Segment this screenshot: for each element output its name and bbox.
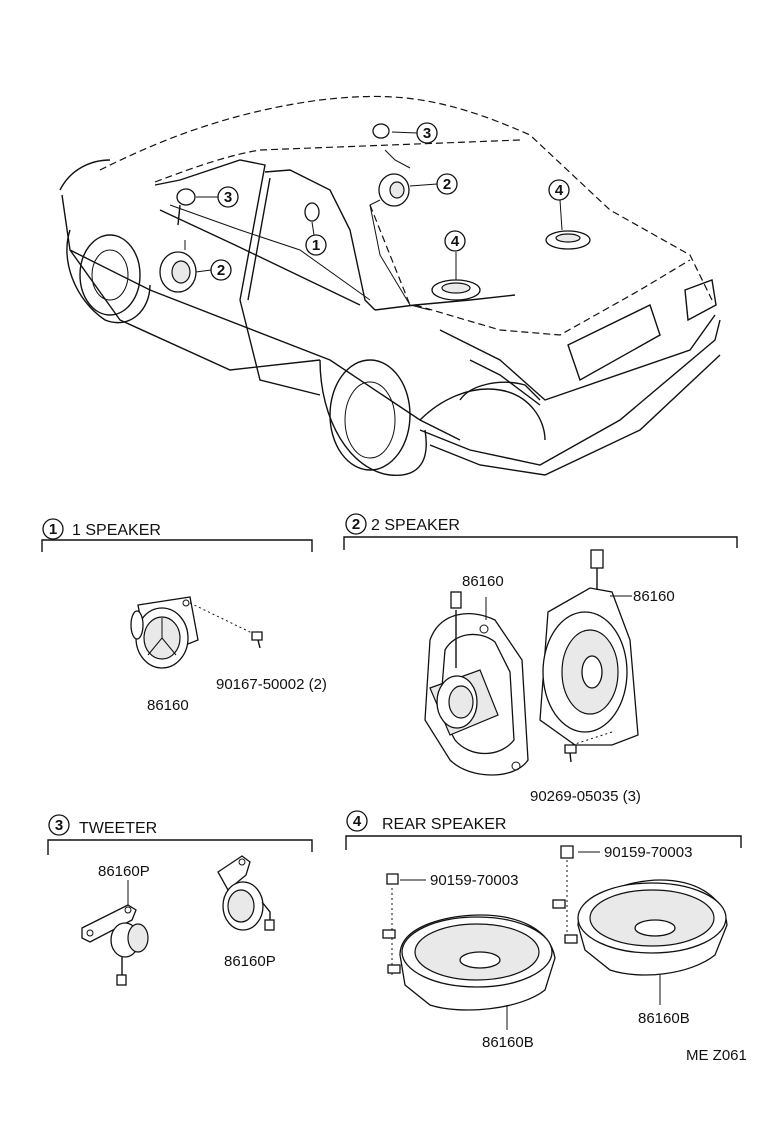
callout-leaders: [195, 131, 563, 280]
s4-bolt-left-part: 90159-70003: [430, 872, 518, 889]
section-1: 1 1 SPEAKER 86160 90167-50002 (2): [41, 518, 327, 714]
s4-speaker-left-part: 86160B: [482, 1034, 534, 1051]
section-1-number: 1: [49, 521, 57, 538]
car-front-tweeter: [176, 188, 196, 226]
s1-screw-part: 90167-50002 (2): [216, 676, 327, 693]
car-rear-shelf-speaker-left: [431, 279, 481, 301]
section-2-bracket: [343, 536, 738, 550]
s4-speaker-right-part: 86160B: [638, 1010, 690, 1027]
section-4-title: REAR SPEAKER: [382, 816, 506, 833]
s3-tweeter-left-part: 86160P: [98, 863, 150, 880]
section-3-badge: [48, 814, 70, 836]
section-2-number: 2: [352, 516, 360, 533]
section-2-badge: [345, 513, 367, 535]
section-3-title: TWEETER: [79, 820, 157, 837]
callout-2-front-label: 2: [217, 262, 225, 279]
car-outline: [59, 95, 721, 476]
s3-tweeter-left-drawing: [81, 904, 149, 986]
s2-speaker-left-drawing: [424, 591, 529, 776]
s2-speaker-right-drawing: [539, 549, 639, 763]
car-rear-tweeter: [372, 123, 390, 139]
callout-3-front: 3: [217, 186, 239, 208]
section-3: 3 TWEETER 86160P 86160P: [47, 814, 313, 986]
s3-tweeter-right-drawing: [217, 855, 275, 931]
section-4-bracket: [345, 835, 742, 850]
s3-tweeter-right-part: 86160P: [224, 953, 276, 970]
car-rear-shelf-speaker-right: [545, 230, 591, 250]
callout-2-front: 2: [210, 259, 232, 281]
callout-1: 1: [305, 234, 327, 256]
callout-4-right-label: 4: [555, 182, 564, 199]
section-1-title: 1 SPEAKER: [72, 522, 161, 539]
callout-4-left: 4: [444, 230, 466, 252]
section-2: 2 2 SPEAKER 86160 86160: [343, 513, 738, 805]
section-1-bracket: [41, 539, 313, 552]
callout-1-label: 1: [312, 237, 320, 254]
s2-speaker-left-part: 86160: [462, 573, 504, 590]
car-front-door-speaker: [159, 240, 197, 293]
section-3-bracket: [47, 839, 313, 855]
callout-4-right: 4: [548, 179, 570, 201]
section-3-number: 3: [55, 817, 63, 834]
s4-bolt-right-part: 90159-70003: [604, 844, 692, 861]
section-2-title: 2 SPEAKER: [371, 517, 460, 534]
car-dash-speaker: [304, 202, 320, 222]
s1-speaker-drawing: [130, 596, 263, 669]
section-4-number: 4: [353, 813, 362, 830]
s4-speaker-left-drawing: [382, 873, 556, 1011]
s4-speaker-right-drawing: [552, 845, 728, 976]
car-rear-door-speaker: [378, 173, 410, 207]
s2-speaker-right-part: 86160: [633, 588, 675, 605]
diagram-code: ME Z061: [686, 1047, 747, 1064]
callout-3-front-label: 3: [224, 189, 232, 206]
callout-2-rear-label: 2: [443, 176, 451, 193]
section-4-badge: [346, 810, 368, 832]
s1-speaker-part: 86160: [147, 697, 189, 714]
callout-3-rear-label: 3: [423, 125, 431, 142]
s2-screw-part: 90269-05035 (3): [530, 788, 641, 805]
section-1-badge: [42, 518, 64, 540]
callout-2-rear: 2: [436, 173, 458, 195]
callout-3-rear: 3: [416, 122, 438, 144]
callout-4-left-label: 4: [451, 233, 460, 250]
section-4: 4 REAR SPEAKER 90159-70003 86160B: [345, 810, 742, 1051]
